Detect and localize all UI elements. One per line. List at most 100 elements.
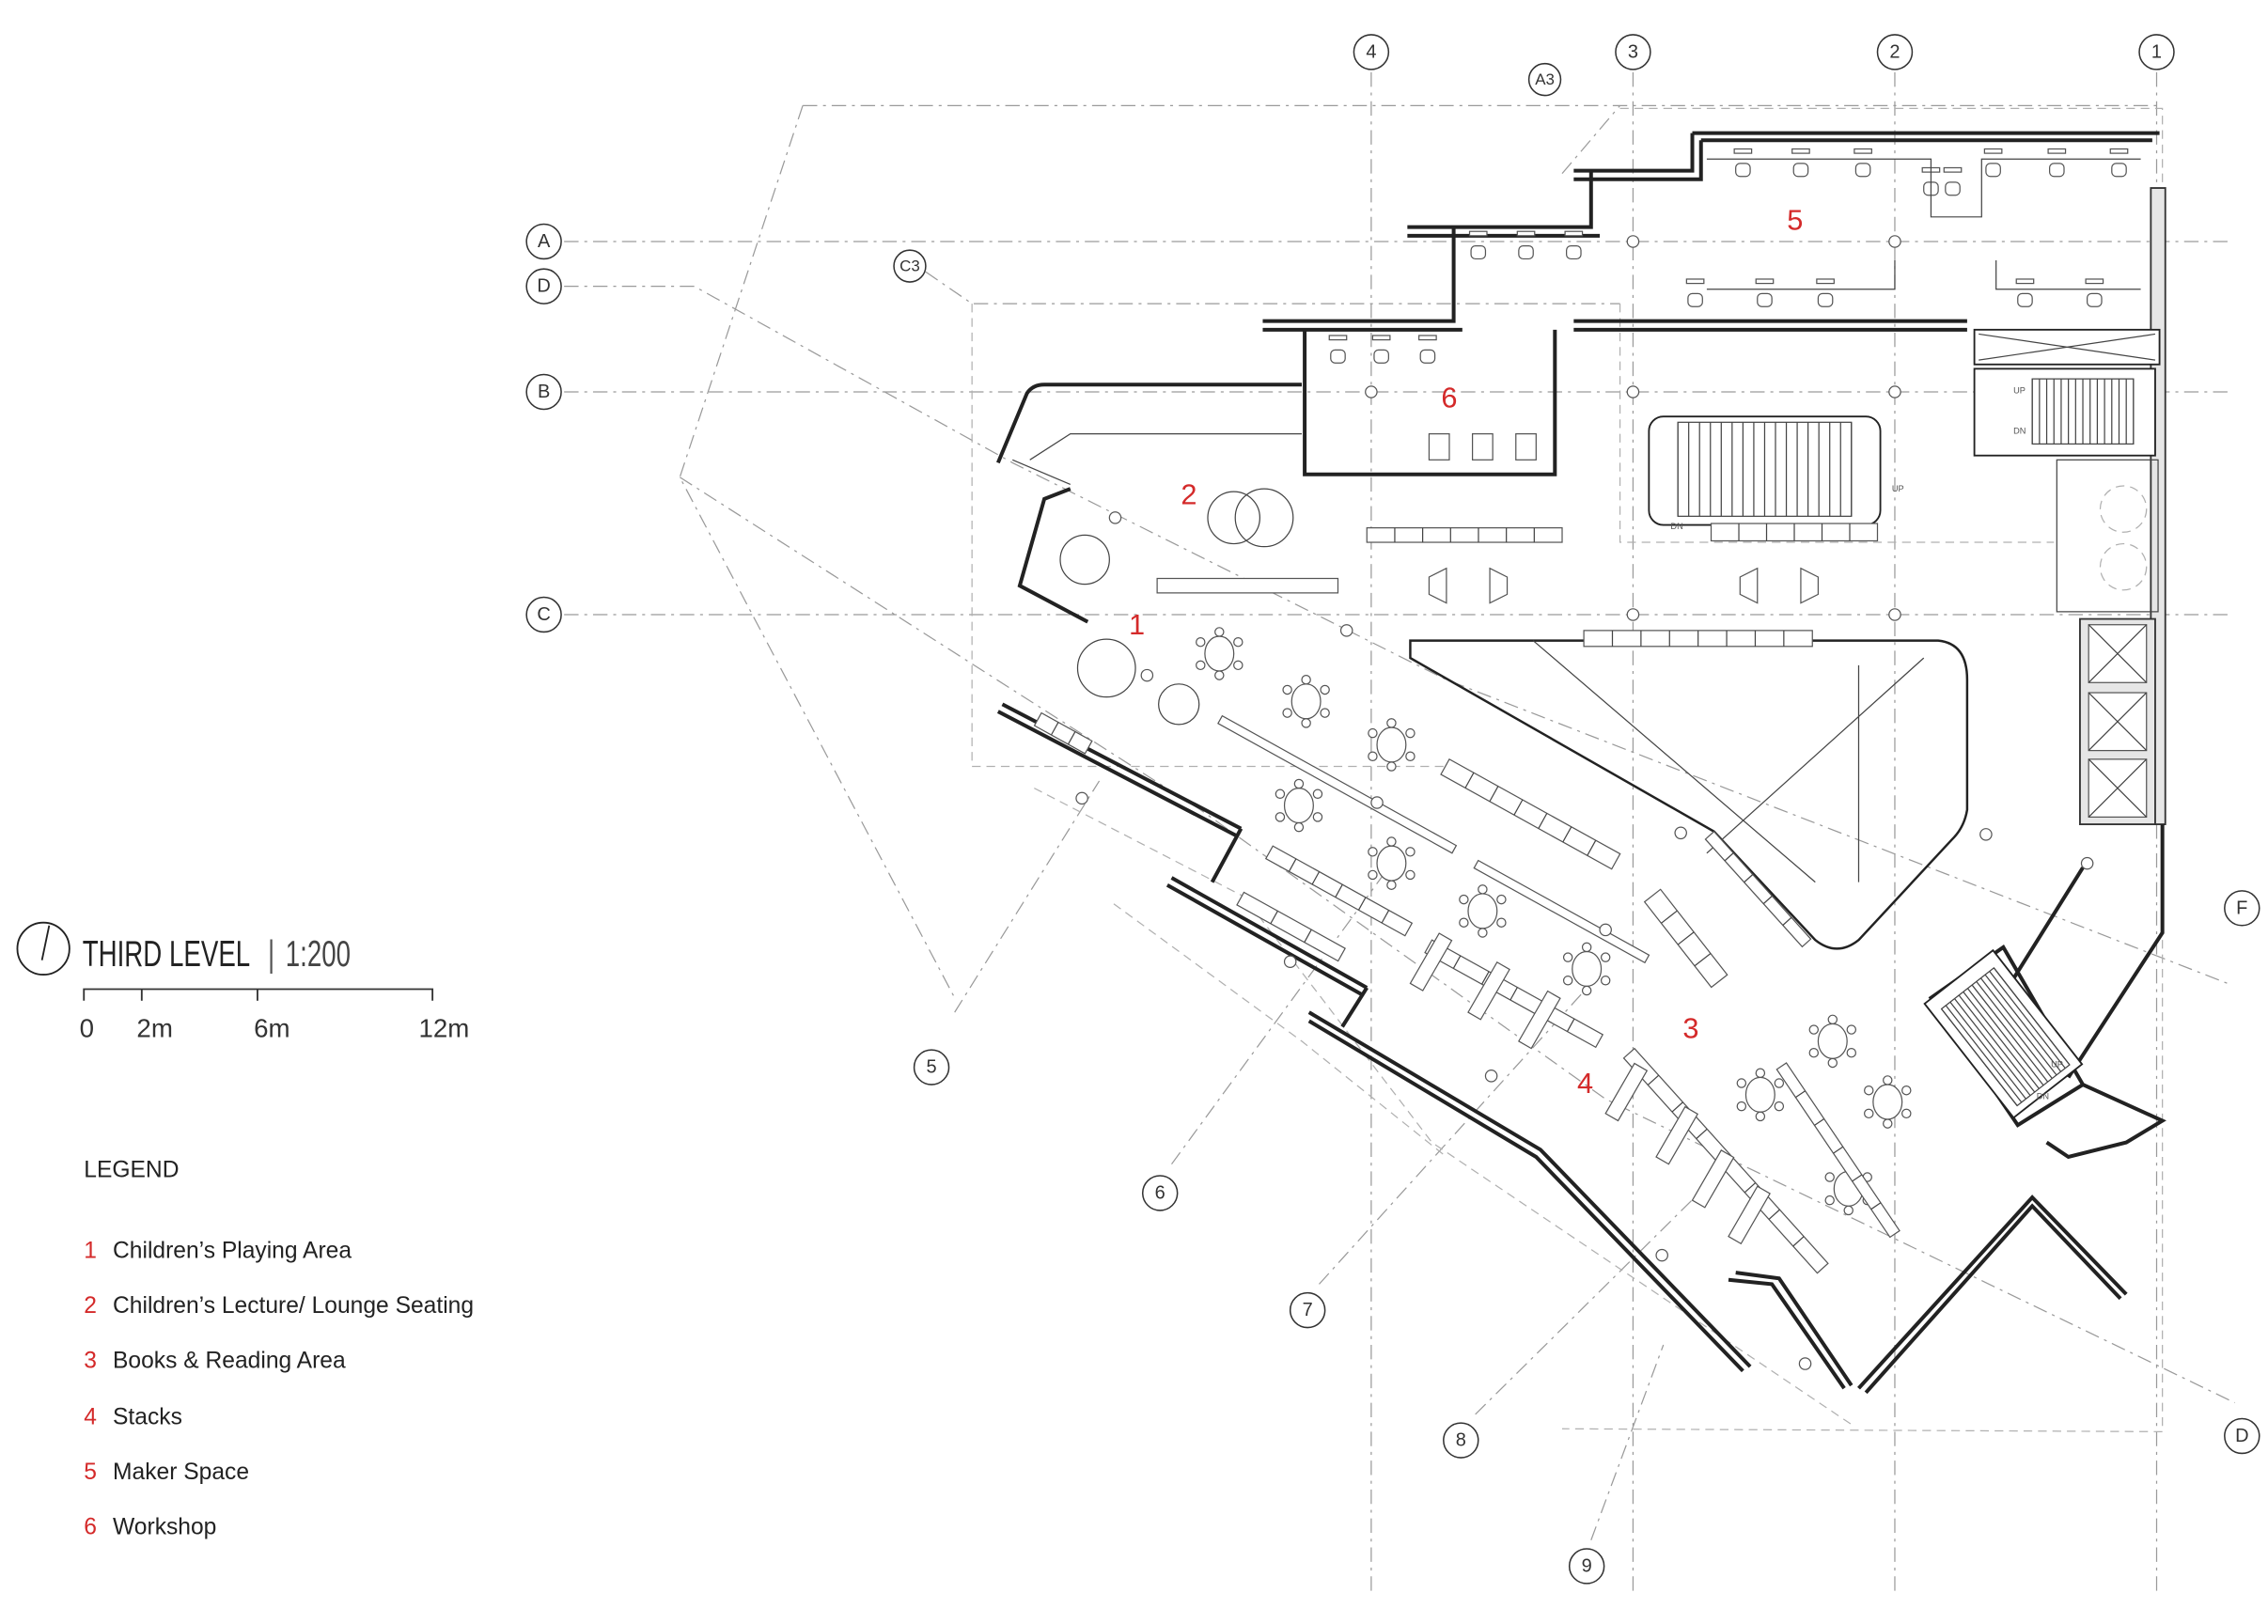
table-with-chairs bbox=[1808, 1014, 1857, 1069]
scale-label-6m: 6m bbox=[254, 1013, 289, 1042]
table-with-chairs bbox=[1864, 1075, 1912, 1129]
stack-shelf-body bbox=[1728, 1185, 1771, 1245]
scale-separator: | bbox=[268, 935, 274, 975]
svg-text:Stacks: Stacks bbox=[113, 1405, 182, 1430]
svg-text:3: 3 bbox=[1628, 41, 1638, 62]
play-element bbox=[1059, 534, 1110, 586]
stack-shelf-body bbox=[1691, 1149, 1735, 1209]
svg-text:1: 1 bbox=[2151, 41, 2162, 62]
chair-icon bbox=[1368, 727, 1378, 739]
chair-icon bbox=[1843, 1205, 1854, 1216]
room-number-5: 5 bbox=[1787, 203, 1803, 236]
chair-icon bbox=[1478, 884, 1488, 895]
stack-shelf bbox=[1655, 1105, 1698, 1165]
stair-tread bbox=[1984, 974, 2062, 1072]
room-number-6: 6 bbox=[1441, 382, 1457, 414]
workstation bbox=[1755, 278, 1775, 307]
shelf-divider bbox=[1768, 1209, 1780, 1220]
shelf-divider bbox=[1381, 910, 1390, 924]
bench bbox=[1366, 527, 1563, 543]
chair-icon bbox=[1901, 1108, 1912, 1119]
desk-monitor bbox=[2015, 278, 2035, 285]
stair-tread bbox=[1958, 994, 2036, 1093]
column bbox=[1370, 796, 1384, 809]
chair-icon bbox=[2111, 163, 2127, 178]
svg-text:C: C bbox=[537, 604, 550, 625]
lounge-seat bbox=[1428, 567, 1447, 604]
round-table bbox=[1376, 845, 1407, 882]
shelf-divider bbox=[1311, 871, 1321, 885]
table-with-chairs bbox=[1282, 674, 1330, 728]
stack-shelf-body bbox=[1467, 960, 1510, 1021]
chair-icon bbox=[1846, 1047, 1857, 1058]
shelf-divider bbox=[1489, 786, 1499, 803]
chair-icon bbox=[1901, 1085, 1912, 1096]
workstation bbox=[1791, 148, 1810, 178]
chair-icon bbox=[1196, 660, 1206, 671]
stair-tread bbox=[1976, 981, 2053, 1079]
chair-icon bbox=[1386, 761, 1397, 772]
column bbox=[1108, 511, 1122, 524]
column bbox=[1888, 235, 1901, 248]
shelf-divider bbox=[1696, 1128, 1708, 1140]
svg-text:D: D bbox=[537, 276, 550, 297]
grid-bubble-3: 3 bbox=[1615, 34, 1651, 70]
stack-shelf bbox=[1518, 990, 1561, 1050]
bookshelf bbox=[1775, 1062, 1900, 1239]
scale-label-0: 0 bbox=[80, 1013, 94, 1042]
shelf-divider bbox=[1587, 839, 1597, 856]
bookshelf-body bbox=[1440, 757, 1621, 870]
chair-icon bbox=[1854, 163, 1871, 178]
stair-tread bbox=[1963, 991, 2040, 1089]
chair-icon bbox=[1405, 751, 1416, 761]
chair-icon bbox=[1368, 751, 1378, 761]
chair-icon bbox=[1808, 1047, 1820, 1058]
grid-bubble-9: 9 bbox=[1568, 1548, 1605, 1585]
svg-text:B: B bbox=[538, 382, 550, 402]
chair-icon bbox=[1312, 812, 1323, 822]
bookshelf-body bbox=[1704, 830, 1812, 948]
grid-bubble-b: B bbox=[525, 373, 562, 411]
north-arrow-icon bbox=[16, 921, 70, 976]
shelf-divider bbox=[1677, 931, 1695, 945]
desk-monitor bbox=[1564, 230, 1584, 237]
column bbox=[1626, 385, 1640, 398]
title-block: THIRD LEVEL | 1:200 0 2m 6m 12m bbox=[16, 921, 469, 1042]
chair-icon bbox=[1282, 708, 1292, 718]
stair-lower-up-label: UP bbox=[2051, 1060, 2063, 1070]
grid-bubble-f: F bbox=[2224, 890, 2260, 927]
shelf-divider bbox=[1288, 858, 1297, 872]
shelf-divider bbox=[1538, 813, 1548, 829]
stack-shelf-body bbox=[1409, 932, 1453, 992]
grid-bubble-d-left: D bbox=[525, 268, 562, 304]
workbench bbox=[1515, 433, 1537, 461]
chair-icon bbox=[1233, 636, 1243, 648]
chair-icon bbox=[1196, 636, 1206, 648]
chair-icon bbox=[1600, 952, 1611, 962]
lounge-bench bbox=[1156, 577, 1339, 594]
shelf-divider bbox=[1762, 895, 1773, 905]
shelf-divider bbox=[1452, 955, 1462, 969]
chair-icon bbox=[1846, 1024, 1857, 1035]
stair-up-label: UP bbox=[2013, 386, 2026, 396]
bench bbox=[1033, 711, 1093, 755]
grid-bubble-a: A bbox=[525, 223, 562, 260]
svg-text:1: 1 bbox=[84, 1239, 97, 1264]
column bbox=[1626, 235, 1640, 248]
grid-bubbles: 4 3 2 1 A3 A D B C C3 5 6 7 8 9 F D bbox=[525, 34, 2260, 1585]
shelf-divider bbox=[1304, 929, 1312, 943]
workstation bbox=[1418, 335, 1437, 364]
bench-body bbox=[1033, 711, 1093, 755]
chair-icon bbox=[1405, 847, 1416, 857]
svg-text:4: 4 bbox=[1366, 41, 1376, 62]
stack-shelf bbox=[1728, 1185, 1771, 1245]
workstation bbox=[1733, 148, 1753, 178]
chair-icon bbox=[1386, 836, 1397, 847]
chair-icon bbox=[1373, 349, 1389, 364]
stair-tread bbox=[1989, 971, 2066, 1069]
grid-bubble-d-right: D bbox=[2224, 1417, 2260, 1455]
column bbox=[1674, 826, 1687, 840]
chair-icon bbox=[1774, 1101, 1785, 1112]
chair-icon bbox=[1581, 985, 1592, 996]
